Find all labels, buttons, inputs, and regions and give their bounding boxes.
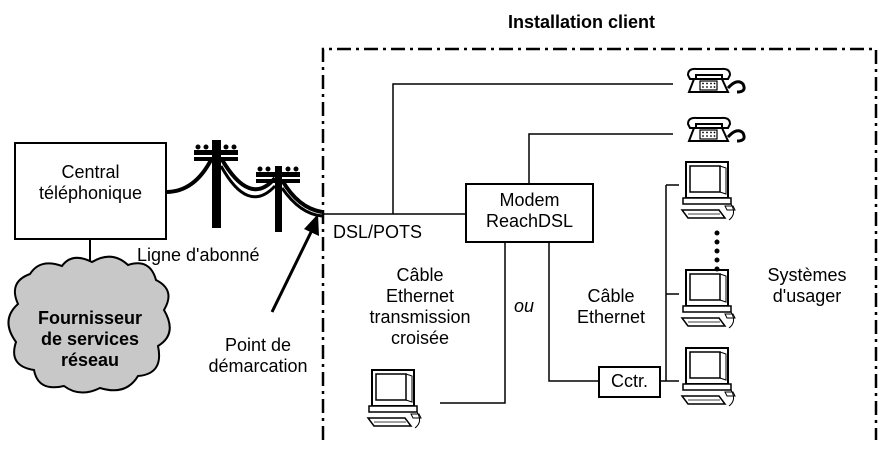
utility-pole-icon — [256, 166, 300, 232]
hub-label: Cctr. — [610, 371, 648, 391]
provider-line2: de services — [40, 329, 140, 349]
modem-box — [465, 183, 594, 243]
central-office-label: Central téléphonique — [15, 162, 166, 204]
user-systems-line2: d'usager — [772, 286, 842, 306]
crossover-line4: croisée — [390, 328, 450, 348]
modem-line1: Modem — [499, 190, 560, 210]
ethernet-line2: Ethernet — [576, 307, 646, 327]
arrow-head-icon — [304, 214, 319, 236]
provider-line1: Fournisseur — [37, 308, 143, 328]
provider-label: Fournisseur de services réseau — [0, 308, 180, 371]
provider-line3: réseau — [60, 350, 120, 370]
or-label: ou — [514, 296, 535, 316]
modem-label: Modem ReachDSL — [466, 190, 593, 232]
ellipsis-dots — [714, 230, 720, 272]
user-systems-line1: Systèmes — [767, 265, 847, 285]
crossover-cable-label: Câble Ethernet transmission croisée — [350, 265, 490, 349]
provider-cloud-shape — [7, 255, 171, 394]
demarcation-label: Point de démarcation — [193, 335, 323, 377]
diagram-title: Installation client — [508, 12, 656, 32]
demarcation-line1: Point de — [224, 335, 292, 355]
telephone-icon — [686, 116, 746, 143]
customer-premises-boundary — [321, 47, 878, 440]
hub-box — [598, 366, 661, 398]
dsl-pots-label: DSL/POTS — [333, 222, 423, 242]
crossover-line2: Ethernet — [385, 286, 455, 306]
computer-icon — [367, 369, 422, 429]
subscriber-line-label: Ligne d'abonné — [137, 245, 260, 265]
computer-icon — [681, 269, 736, 329]
utility-pole-icon — [194, 140, 238, 228]
crossover-line3: transmission — [369, 307, 471, 327]
demarcation-line2: démarcation — [208, 356, 308, 376]
crossover-line1: Câble — [396, 265, 444, 285]
computer-icon — [681, 347, 736, 407]
central-office-line1: Central — [61, 162, 120, 182]
telephone-icon — [686, 67, 746, 94]
user-systems-label: Systèmes d'usager — [752, 265, 862, 307]
central-office-line2: téléphonique — [38, 183, 143, 203]
ethernet-cable-label: Câble Ethernet — [556, 286, 666, 328]
ethernet-line1: Câble — [587, 286, 635, 306]
modem-line2: ReachDSL — [485, 211, 574, 231]
computer-icon — [681, 161, 736, 221]
